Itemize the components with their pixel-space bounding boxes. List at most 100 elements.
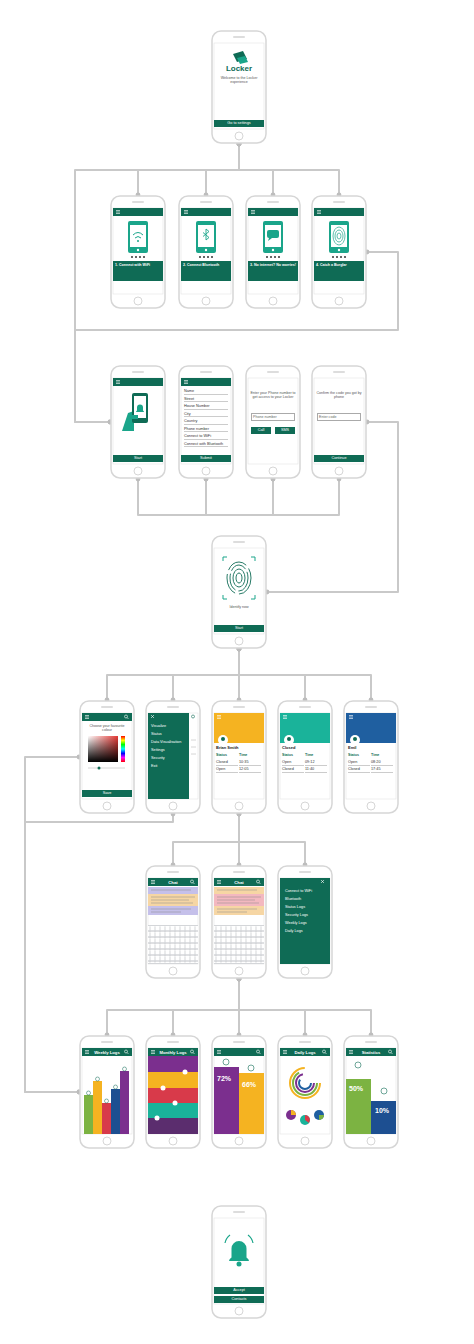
- phone-screen: Connect to WiFiBluetoothStatus LogsSecur…: [277, 865, 333, 979]
- mockup-shape: [337, 233, 341, 239]
- screen-text: Phone number: [184, 427, 228, 433]
- form-phone: [179, 366, 233, 478]
- phone-screen: Monthly Logs: [145, 1035, 201, 1149]
- mockup-shape: [236, 573, 242, 583]
- screen-text: Settings: [151, 748, 187, 753]
- screen-text: Open: [282, 760, 304, 766]
- screen-text: 17:45: [371, 767, 393, 773]
- phone-screen: ClosedStatusTimeOpen09:12Closed11:40: [277, 700, 333, 814]
- phone-screen: Chat: [211, 865, 267, 979]
- mockup-shape: [113, 378, 163, 386]
- welcome-phone: [212, 31, 266, 143]
- flow-connector: [75, 144, 239, 422]
- mockup-shape: [314, 208, 364, 216]
- mockup-shape: [371, 1101, 396, 1134]
- mockup-shape: [246, 196, 300, 308]
- mockup-shape: [353, 737, 357, 741]
- mockup-shape: [280, 1048, 330, 1056]
- screen-text: Monthly Logs: [148, 1049, 198, 1056]
- screen-text: Status Logs: [285, 905, 327, 910]
- screen-text: Save: [82, 790, 132, 797]
- mockup-shape: [280, 878, 330, 964]
- flow-connector: [107, 649, 239, 700]
- screen-text: Submit: [181, 455, 231, 462]
- mockup-shape: [355, 1062, 361, 1068]
- screen-text: Choose your favourite colour: [85, 724, 129, 733]
- mockup-shape: [179, 366, 233, 478]
- mockup-shape: [113, 208, 163, 216]
- mockup-shape: [214, 713, 264, 743]
- mockup-shape: [102, 1103, 111, 1134]
- phone-screen: Enter your Phone number to get access to…: [245, 365, 301, 479]
- screen-text: Weekly Logs: [82, 1049, 132, 1056]
- screen-text: Identify now: [214, 605, 264, 609]
- screen-text: Closed: [348, 767, 370, 773]
- mockup-shape: [148, 1103, 198, 1118]
- screen-text: Welcome to the Locker experience: [214, 76, 264, 85]
- mockup-shape: [223, 1059, 229, 1065]
- mockup-shape: [333, 227, 345, 245]
- mockup-shape: [179, 196, 233, 308]
- mockup-shape: [212, 31, 266, 143]
- flow-connector: [173, 649, 239, 700]
- mockup-shape: [181, 378, 231, 386]
- screen-text: 66%: [242, 1081, 262, 1089]
- mockup-shape: [84, 1095, 93, 1134]
- mockup-shape: [214, 926, 264, 963]
- mockup-shape: [137, 240, 139, 242]
- flow-connector: [206, 479, 273, 515]
- mockup-shape: [212, 1206, 266, 1318]
- mockup-shape: [230, 565, 248, 591]
- mockup-shape: [312, 196, 366, 308]
- mockup-shape: [263, 221, 283, 253]
- status-card-phone: [344, 701, 398, 813]
- mockup-shape: [296, 1074, 314, 1092]
- mockup-shape: [299, 1077, 311, 1089]
- screen-text: 1. Connect with WiFi: [113, 261, 163, 281]
- phone-screen: Weekly Logs: [79, 1035, 135, 1149]
- mockup-shape: [146, 701, 200, 813]
- mockup-shape: [284, 735, 294, 745]
- screen-text: Call: [251, 427, 271, 434]
- screen-text: Enter code: [317, 413, 361, 421]
- flow-connector: [273, 479, 339, 515]
- phone-screen: Chat: [145, 865, 201, 979]
- mockup-shape: [155, 1116, 160, 1121]
- mockup-shape: [212, 1036, 266, 1148]
- screen-text: Accept: [214, 1287, 264, 1294]
- mockup-shape: [225, 1235, 253, 1243]
- screen-text: Status: [151, 732, 187, 737]
- screen-text: 50%: [349, 1085, 369, 1093]
- mockup-shape: [173, 1101, 178, 1106]
- screen-text: Connect to WiFi: [285, 889, 327, 894]
- mockup-shape: [148, 878, 198, 886]
- mockup-shape: [278, 701, 332, 813]
- mockup-shape: [121, 736, 125, 762]
- mockup-shape: [212, 866, 266, 978]
- screen-text: City: [184, 412, 228, 418]
- mockup-shape: [148, 925, 198, 964]
- mockup-shape: [148, 1056, 198, 1072]
- mockup-shape: [199, 256, 213, 258]
- mockup-shape: [192, 715, 195, 718]
- mockup-shape: [305, 1115, 310, 1123]
- mockup-shape: [98, 767, 101, 770]
- screen-text: Contacts: [214, 1296, 264, 1303]
- screen-text: 10%: [375, 1107, 393, 1115]
- mockup-shape: [280, 713, 330, 743]
- screen-text: Brian Smith: [216, 746, 262, 751]
- mockup-shape: [80, 701, 134, 813]
- mockup-shape: [312, 366, 366, 478]
- screen-text: Time: [305, 753, 327, 757]
- screen-text: 3. No internet? No worries!: [248, 261, 298, 281]
- mockup-shape: [148, 1048, 198, 1056]
- mockup-shape: [88, 768, 125, 769]
- mockup-shape: [191, 740, 196, 754]
- screen-text: Time: [371, 753, 393, 757]
- screen-text: Chat: [214, 879, 264, 886]
- mockup-shape: [349, 716, 353, 719]
- mockup-shape: [267, 230, 279, 238]
- mockup-shape: [248, 208, 298, 216]
- mockup-shape: [344, 1036, 398, 1148]
